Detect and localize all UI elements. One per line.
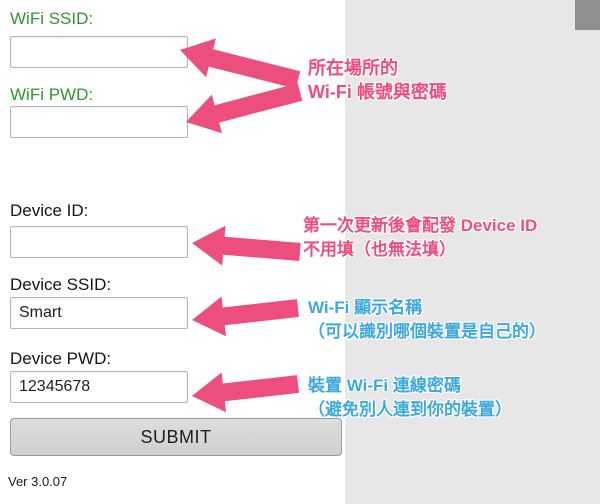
note-device-id: 第一次更新後會配發 Device ID 不用填（也無法填） [303,214,537,262]
arrow-device-pwd [192,372,299,413]
device-pwd-label: Device PWD: [10,349,112,368]
device-id-input[interactable] [10,226,188,258]
note-line: Wi-Fi 帳號與密碼 [308,82,447,102]
wifi-ssid-label: WiFi SSID: [10,9,94,28]
submit-button[interactable]: SUBMIT [10,418,342,456]
arrow-wifi-pwd [186,83,303,134]
wifi-pwd-label: WiFi PWD: [10,85,94,104]
version-label: Ver 3.0.07 [8,474,68,489]
arrow-device-id [192,225,301,266]
device-pwd-input[interactable] [10,371,188,403]
note-device-pwd: 裝置 Wi-Fi 連線密碼 （避免別人連到你的裝置） [308,374,512,422]
wifi-pwd-input[interactable] [10,106,188,138]
corner-block [575,0,600,30]
note-device-ssid: Wi-Fi 顯示名稱 （可以識別哪個裝置是自己的） [308,296,546,344]
note-line: Wi-Fi 顯示名稱 [308,298,423,317]
note-line: 裝置 Wi-Fi 連線密碼 [308,376,461,395]
note-line: （可以識別哪個裝置是自己的） [308,322,546,341]
background-panel [345,0,600,504]
note-line: 所在場所的 [308,58,398,78]
note-line: 不用填（也無法填） [303,240,456,259]
arrow-wifi-ssid [180,38,301,89]
arrow-device-ssid [192,296,299,337]
note-line: 第一次更新後會配發 Device ID [303,216,538,235]
device-ssid-label: Device SSID: [10,275,112,294]
device-id-label: Device ID: [10,201,89,220]
note-wifi-credentials: 所在場所的 Wi-Fi 帳號與密碼 [308,56,447,104]
note-line: （避免別人連到你的裝置） [308,400,512,419]
wifi-ssid-input[interactable] [10,36,188,68]
device-ssid-input[interactable] [10,297,188,329]
